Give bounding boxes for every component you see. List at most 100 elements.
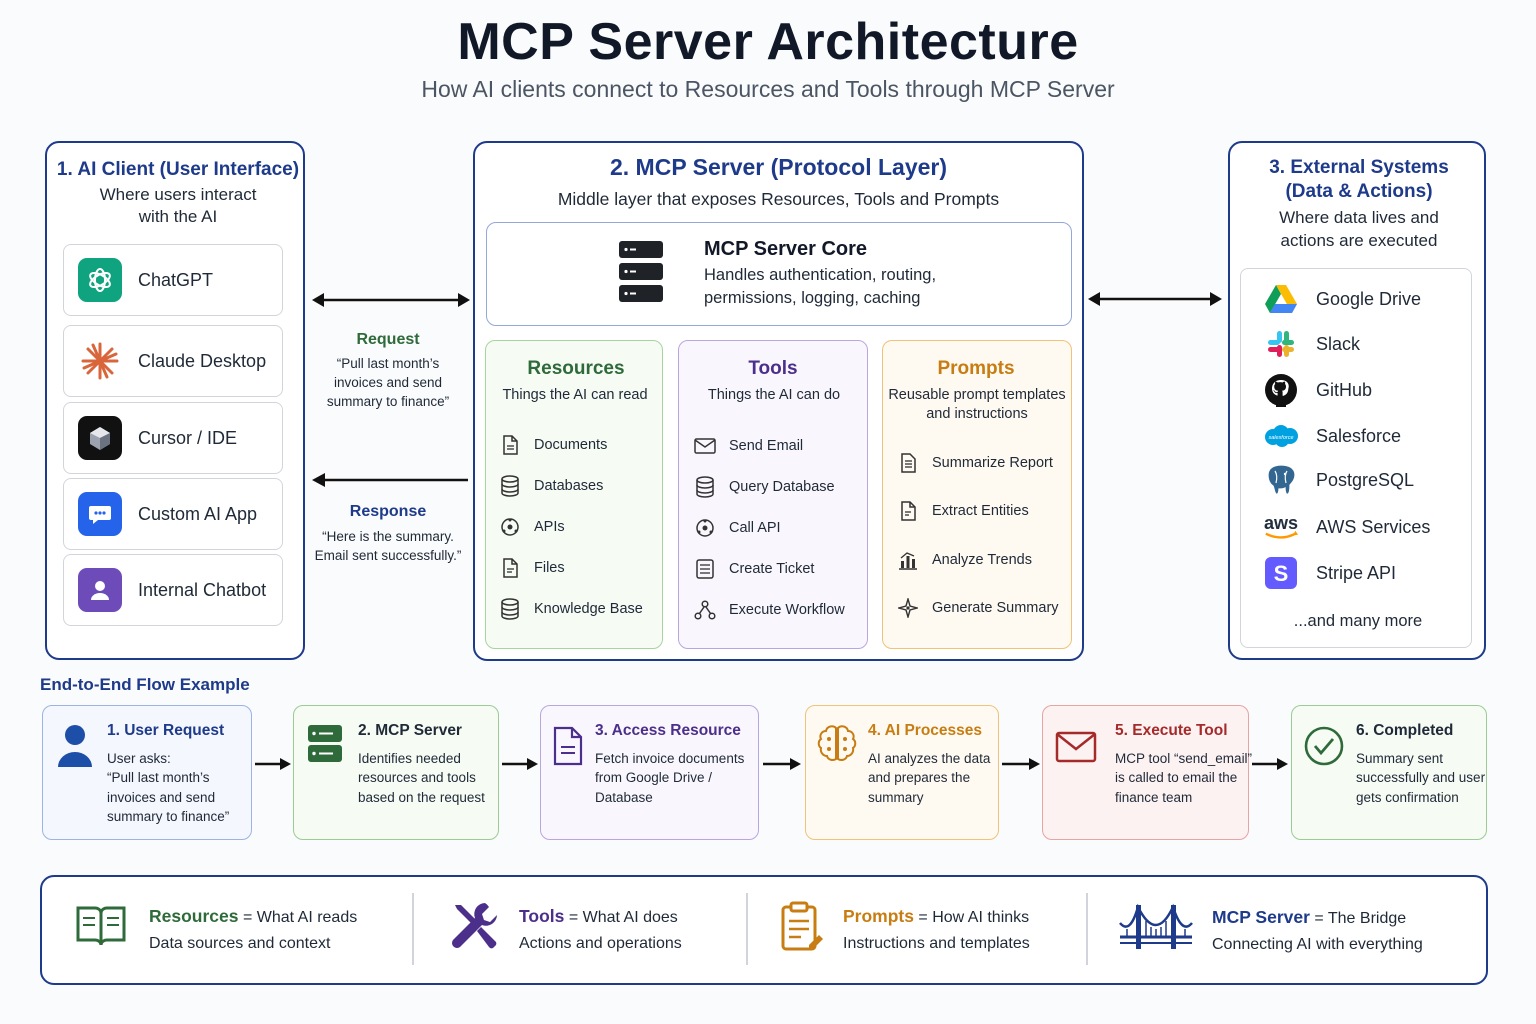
flow-arrow-2 bbox=[502, 758, 538, 770]
client-card-chatgpt[interactable]: ChatGPT bbox=[63, 244, 283, 316]
external-more-text: ...and many more bbox=[1293, 612, 1423, 630]
external-item-stripe[interactable]: S Stripe API bbox=[1262, 556, 1396, 590]
client-label-custom-app: Custom AI App bbox=[138, 503, 258, 524]
aws-icon: aws bbox=[1262, 510, 1300, 544]
flow-step3-line2: from Google Drive / bbox=[595, 770, 713, 785]
response-line1: “Here is the summary. bbox=[322, 529, 454, 544]
resources-box bbox=[485, 340, 663, 649]
resource-label-databases: Databases bbox=[534, 478, 604, 494]
client-card-internal-chatbot[interactable]: Internal Chatbot bbox=[63, 554, 283, 626]
external-item-salesforce[interactable]: salesforce Salesforce bbox=[1262, 419, 1401, 453]
prompts-desc-line2: and instructions bbox=[926, 406, 1028, 422]
mcp-core-box bbox=[486, 222, 1072, 326]
legend-mcp-eq: = The Bridge bbox=[1309, 910, 1407, 927]
notepad-icon bbox=[781, 901, 823, 951]
aws-logo-text: aws bbox=[1264, 513, 1298, 533]
resource-item-apis: APIs bbox=[499, 516, 565, 538]
mcp-core-title: MCP Server Core bbox=[704, 238, 868, 260]
external-item-github[interactable]: GitHub bbox=[1262, 373, 1372, 407]
prompt-item-extract-entities: Extract Entities bbox=[897, 500, 1029, 522]
resource-label-files: Files bbox=[534, 560, 565, 576]
flow-step1-line4: summary to finance” bbox=[107, 809, 230, 824]
flow-step4-line3: summary bbox=[868, 790, 924, 805]
cursor-icon bbox=[78, 416, 122, 460]
flow-step6-line1: Summary sent bbox=[1356, 751, 1444, 766]
mcp-server-desc: Middle layer that exposes Resources, Too… bbox=[557, 189, 1000, 209]
external-desc-line1: Where data lives and bbox=[1279, 208, 1439, 227]
salesforce-icon: salesforce bbox=[1262, 419, 1300, 453]
request-line3: summary to finance” bbox=[326, 394, 450, 409]
flow-heading: End-to-End Flow Example bbox=[40, 675, 250, 694]
ai-client-desc-line2: with the AI bbox=[138, 207, 218, 226]
client-card-cursor[interactable]: Cursor / IDE bbox=[63, 402, 283, 474]
request-title: Request bbox=[356, 331, 420, 348]
flow-step5-title: 5. Execute Tool bbox=[1115, 722, 1228, 739]
chat-bubble-icon bbox=[78, 492, 122, 536]
external-item-postgresql[interactable]: PostgreSQL bbox=[1262, 463, 1414, 497]
server-icon bbox=[308, 725, 342, 762]
flow-step6-title: 6. Completed bbox=[1356, 722, 1454, 739]
legend-mcp-key: MCP Server bbox=[1212, 907, 1310, 927]
external-label-github: GitHub bbox=[1316, 379, 1373, 400]
page-subtitle: How AI clients connect to Resources and … bbox=[421, 76, 1115, 102]
legend-mcp-heading: MCP Server = The Bridge bbox=[1212, 907, 1406, 928]
stripe-icon: S bbox=[1262, 556, 1300, 590]
flow-step2-line2: resources and tools bbox=[358, 770, 476, 785]
request-line1: “Pull last month’s bbox=[336, 356, 440, 371]
flow-step4-line1: AI analyzes the data bbox=[868, 751, 991, 766]
server-external-arrow bbox=[1088, 292, 1222, 306]
tool-item-execute-workflow: Execute Workflow bbox=[694, 599, 845, 621]
tool-item-query-database: Query Database bbox=[694, 476, 835, 498]
tool-item-call-api: Call API bbox=[694, 517, 781, 539]
slack-icon bbox=[1262, 327, 1300, 361]
flow-step2-line1: Identifies needed bbox=[358, 751, 461, 766]
client-card-claude[interactable]: Claude Desktop bbox=[63, 325, 283, 397]
flow-step1-line3: invoices and send bbox=[107, 790, 216, 805]
legend-panel bbox=[40, 875, 1488, 985]
flow-step5-line3: finance team bbox=[1115, 790, 1193, 805]
resource-label-apis: APIs bbox=[534, 519, 565, 535]
legend-tools-eq: = What AI does bbox=[564, 909, 678, 926]
tools-desc: Things the AI can do bbox=[707, 387, 841, 403]
flow-step4-line2: and prepares the bbox=[868, 770, 971, 785]
flow-step5-line2: is called to email the bbox=[1115, 770, 1238, 785]
tool-label-query-database: Query Database bbox=[729, 479, 835, 495]
mcp-core-line2: permissions, logging, caching bbox=[704, 289, 921, 307]
page-title: MCP Server Architecture bbox=[457, 13, 1079, 71]
resource-item-knowledge-base: Knowledge Base bbox=[499, 598, 643, 620]
prompt-label-summarize-report: Summarize Report bbox=[932, 455, 1053, 471]
tool-label-create-ticket: Create Ticket bbox=[729, 561, 815, 577]
google-drive-icon bbox=[1262, 282, 1300, 316]
prompt-item-generate-summary: Generate Summary bbox=[897, 597, 1059, 619]
external-item-aws[interactable]: aws AWS Services bbox=[1262, 510, 1430, 544]
flow-arrow-1 bbox=[255, 758, 291, 770]
flow-arrow-5 bbox=[1252, 758, 1288, 770]
flow-step3-line3: Database bbox=[595, 790, 653, 805]
ticket-icon bbox=[694, 558, 716, 580]
database-icon bbox=[694, 476, 716, 498]
prompt-label-generate-summary: Generate Summary bbox=[932, 600, 1059, 616]
flow-step6-line3: gets confirmation bbox=[1356, 790, 1459, 805]
flow-step2-title: 2. MCP Server bbox=[358, 722, 462, 739]
ai-client-title: 1. AI Client (User Interface) bbox=[56, 159, 300, 180]
resource-item-documents: Documents bbox=[499, 434, 607, 456]
external-item-slack[interactable]: Slack bbox=[1262, 327, 1360, 361]
brain-icon bbox=[817, 725, 857, 761]
prompts-box bbox=[882, 340, 1072, 649]
flow-step4-title: 4. AI Processes bbox=[868, 722, 983, 739]
external-item-google-drive[interactable]: Google Drive bbox=[1262, 282, 1421, 316]
mcp-core-line1: Handles authentication, routing, bbox=[704, 266, 937, 284]
user-icon bbox=[78, 568, 122, 612]
stripe-logo-text: S bbox=[1274, 561, 1289, 586]
client-card-custom-app[interactable]: Custom AI App bbox=[63, 478, 283, 550]
response-line2: Email sent successfully.” bbox=[314, 548, 462, 563]
prompt-item-analyze-trends: Analyze Trends bbox=[897, 549, 1032, 571]
file-icon bbox=[499, 557, 521, 579]
response-title: Response bbox=[349, 503, 427, 520]
prompt-label-extract-entities: Extract Entities bbox=[932, 503, 1029, 519]
flow-step1-line2: “Pull last month’s bbox=[107, 770, 210, 785]
server-rack-icon bbox=[619, 241, 663, 302]
tool-item-create-ticket: Create Ticket bbox=[694, 558, 814, 580]
client-label-chatgpt: ChatGPT bbox=[138, 269, 214, 290]
prompt-label-analyze-trends: Analyze Trends bbox=[932, 552, 1032, 568]
